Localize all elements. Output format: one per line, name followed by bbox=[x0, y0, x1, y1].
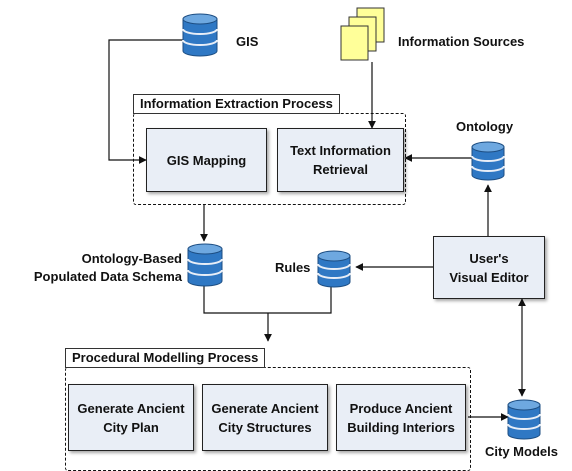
schema-label: Ontology-Based Populated Data Schema bbox=[18, 250, 182, 286]
gis-label: GIS bbox=[236, 34, 259, 49]
rules-label: Rules bbox=[275, 260, 311, 275]
schema-label-line-2: Populated Data Schema bbox=[33, 269, 182, 284]
text-retrieval-label-line-1: Text Information bbox=[290, 143, 391, 158]
information-sources-label: Information Sources bbox=[398, 34, 525, 49]
extraction-process-title: Information Extraction Process bbox=[133, 94, 340, 114]
text-retrieval-box: Text Information Retrieval bbox=[277, 128, 404, 192]
city-plan-label-line-2: City Plan bbox=[103, 419, 159, 435]
schema-database-icon bbox=[187, 243, 223, 287]
gis-mapping-label: GIS Mapping bbox=[166, 152, 247, 168]
document-stack-icon bbox=[340, 7, 385, 61]
visual-editor-label-line-1: User's bbox=[469, 250, 509, 266]
building-interiors-label-line-1: Produce Ancient bbox=[349, 400, 453, 416]
city-plan-label-line-1: Generate Ancient bbox=[77, 400, 185, 416]
arrow-gis-to-mapping bbox=[108, 39, 183, 164]
gis-mapping-box: GIS Mapping bbox=[146, 128, 267, 192]
city-structures-box: Generate Ancient City Structures bbox=[202, 384, 328, 451]
gis-database-icon bbox=[182, 13, 218, 57]
visual-editor-label-line-2: Visual Editor bbox=[449, 269, 529, 285]
city-models-label: City Models bbox=[485, 444, 558, 459]
text-retrieval-label-line-2: Retrieval bbox=[313, 162, 368, 177]
building-interiors-label-line-2: Building Interiors bbox=[347, 419, 455, 435]
schema-label-line-1: Ontology-Based bbox=[81, 251, 182, 266]
city-plan-box: Generate Ancient City Plan bbox=[68, 384, 194, 451]
rules-database-icon bbox=[317, 250, 351, 288]
visual-editor-box: User's Visual Editor bbox=[433, 236, 545, 299]
ontology-label: Ontology bbox=[456, 119, 514, 134]
city-models-database-icon bbox=[507, 399, 541, 440]
ontology-database-icon bbox=[471, 141, 505, 181]
modelling-process-title: Procedural Modelling Process bbox=[65, 348, 266, 368]
city-structures-label-line-1: Generate Ancient bbox=[211, 400, 319, 416]
building-interiors-box: Produce Ancient Building Interiors bbox=[336, 384, 466, 451]
city-structures-label-line-2: City Structures bbox=[218, 419, 312, 435]
